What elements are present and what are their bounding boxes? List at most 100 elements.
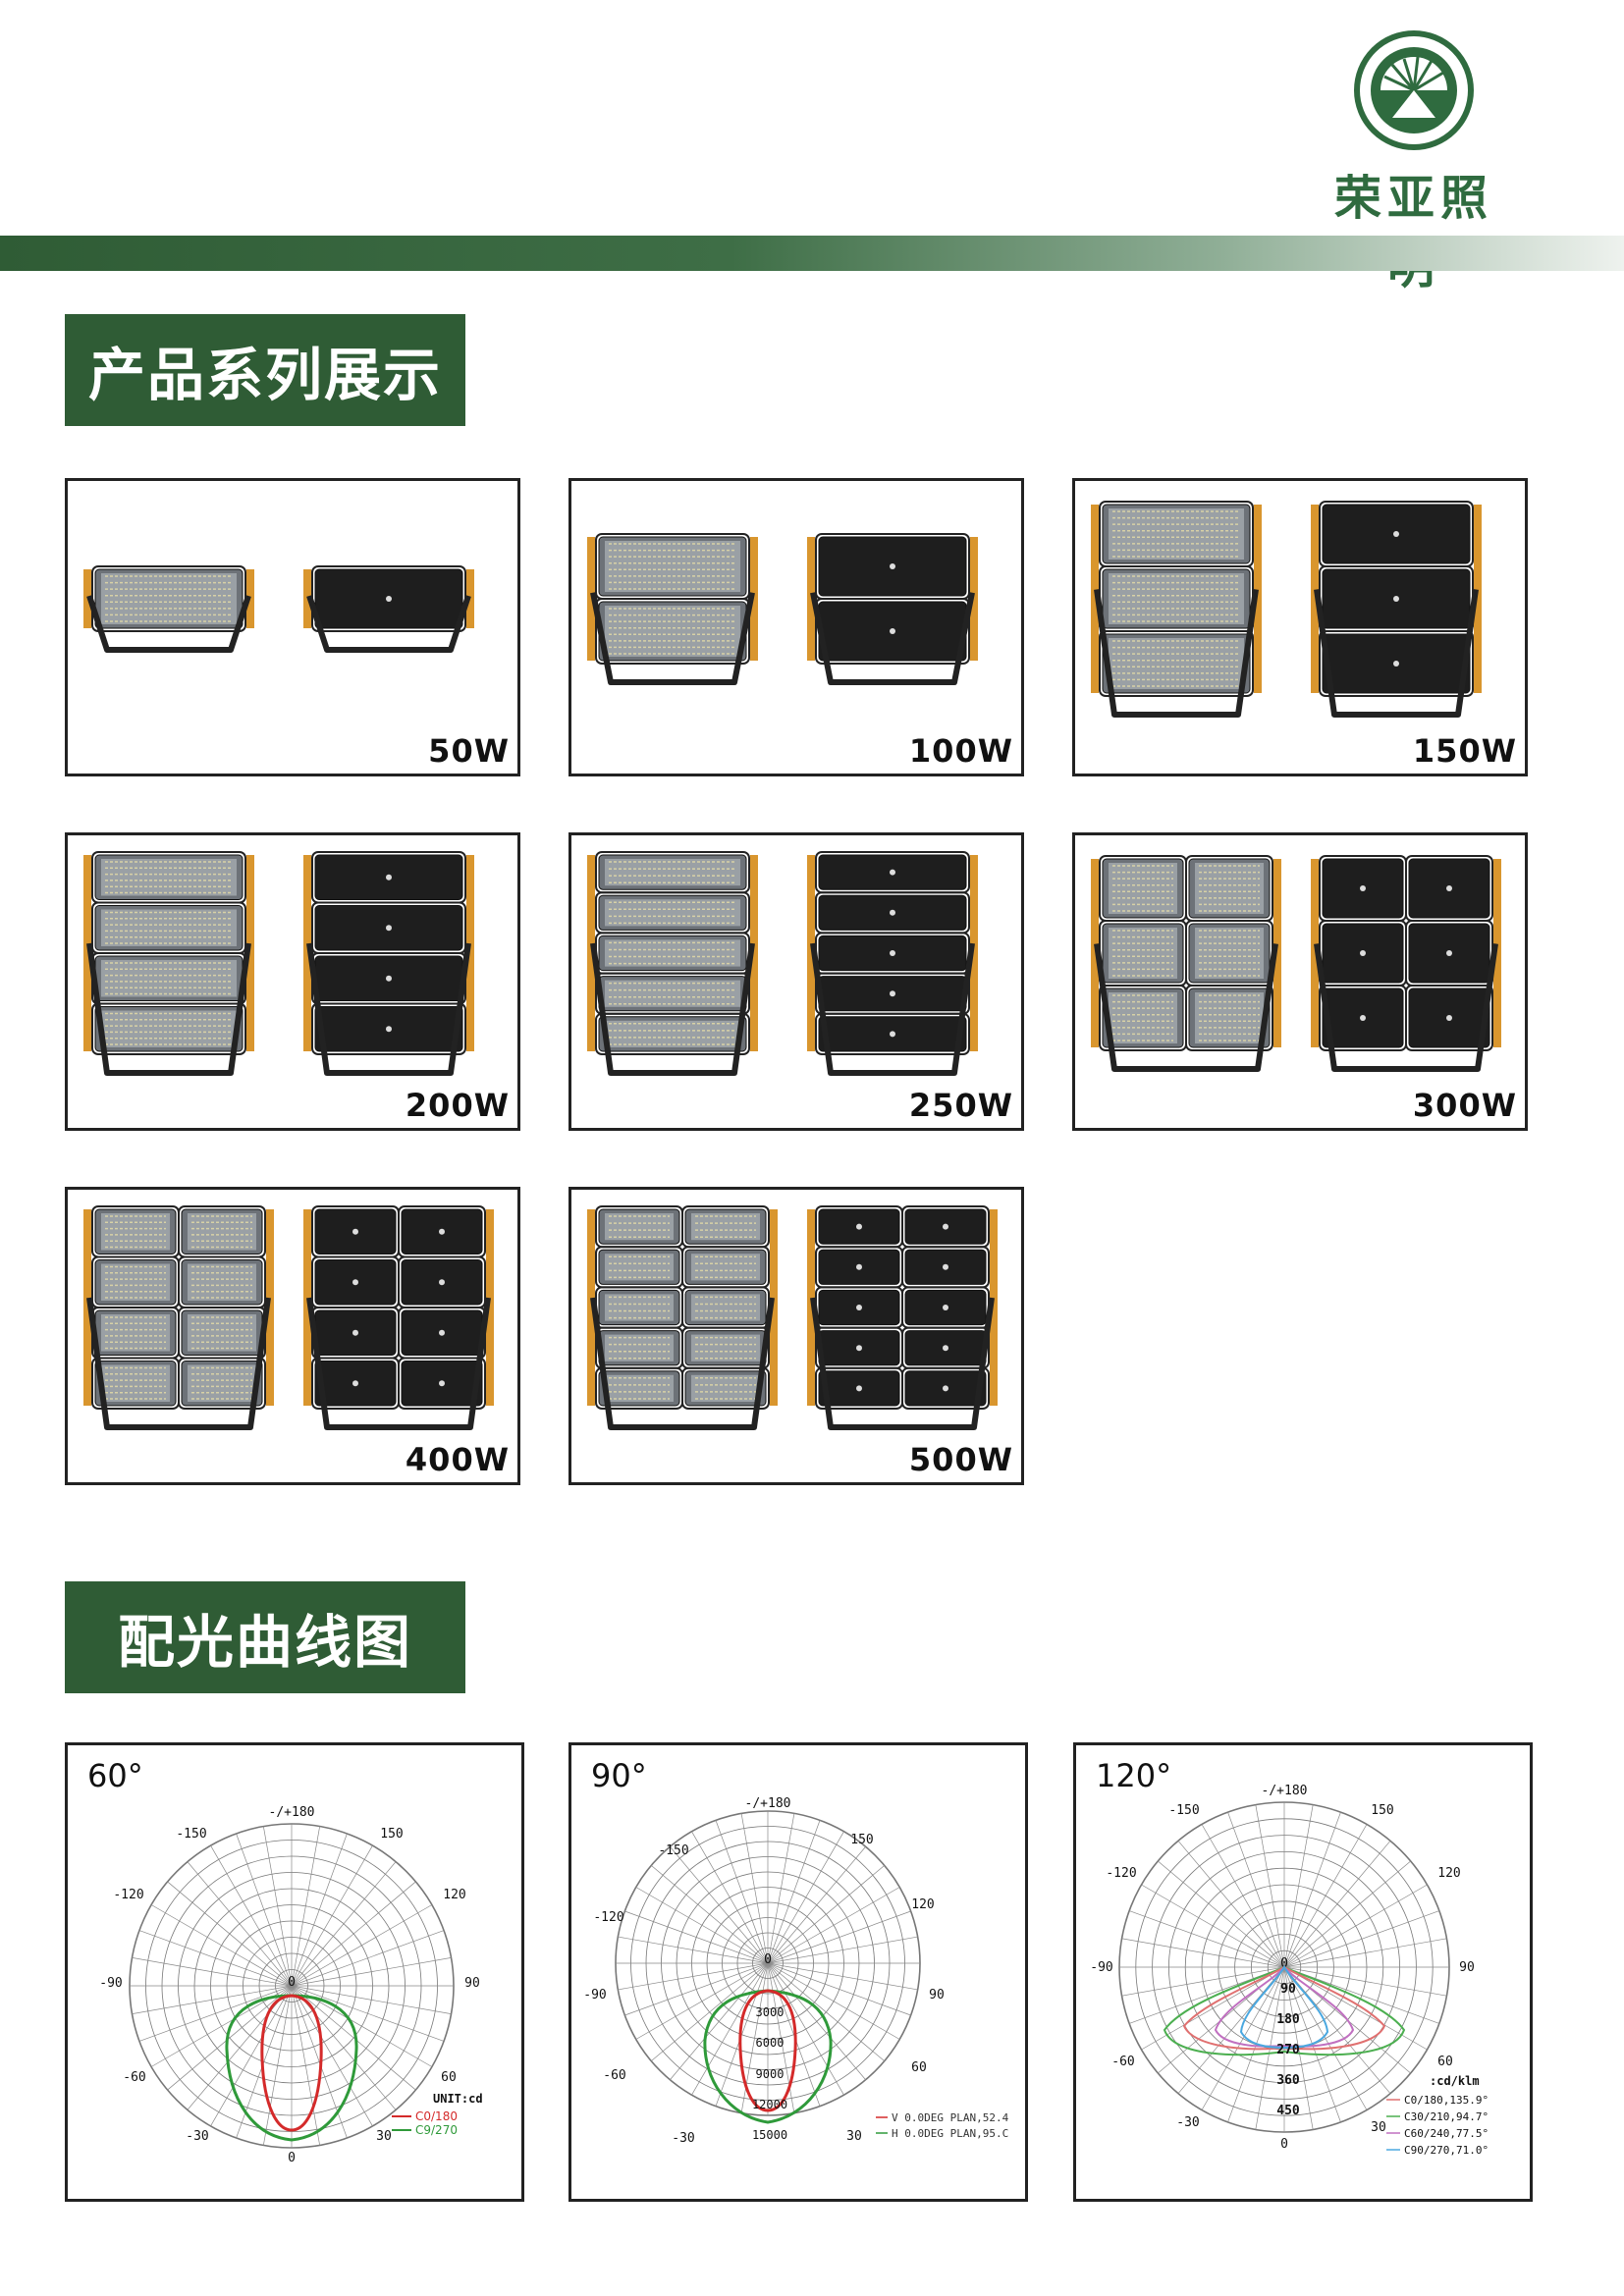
grid-spoke bbox=[1283, 1824, 1368, 1968]
angle-label: -120 bbox=[113, 1888, 143, 1902]
grid-spoke bbox=[1283, 1860, 1411, 1968]
mount-bracket bbox=[810, 1297, 995, 1430]
module-frame bbox=[815, 1012, 970, 1056]
led-panel bbox=[1109, 573, 1244, 624]
grid-spoke bbox=[1283, 1884, 1428, 1968]
grid-spoke bbox=[1201, 1966, 1285, 2110]
header-band bbox=[0, 236, 1624, 271]
polar-card-120: 120° -/+180 -150 150 -120 120 -90 90 -60… bbox=[1073, 1742, 1533, 2202]
led-panel bbox=[605, 606, 740, 657]
angle-label: 150 bbox=[850, 1833, 873, 1847]
side-plate bbox=[970, 855, 978, 1051]
product-card-150w[interactable]: 150W bbox=[1072, 478, 1528, 776]
polar-chart: -/+180 -150 150 -120 120 -90 90 -60 60 -… bbox=[99, 1805, 482, 2165]
legend-item: H 0.0DEG PLAN,95.C bbox=[892, 2127, 1008, 2140]
center-label: 0 bbox=[764, 1952, 772, 1967]
led-panel bbox=[1109, 638, 1244, 689]
radial-label: 270 bbox=[1276, 2043, 1300, 2057]
mount-bracket bbox=[86, 942, 251, 1076]
grid-spoke bbox=[291, 1985, 320, 2146]
grid-spoke bbox=[767, 1846, 866, 1964]
side-plate bbox=[1254, 505, 1262, 693]
side-plate bbox=[807, 537, 815, 661]
product-card-300w[interactable]: 300W bbox=[1072, 832, 1528, 1131]
angle-label: 90 bbox=[464, 1976, 480, 1991]
grid-spoke bbox=[767, 1910, 911, 1964]
grid-spoke bbox=[651, 1865, 769, 1964]
led-panel bbox=[605, 1213, 674, 1241]
grid-spoke bbox=[291, 1985, 416, 2091]
screw bbox=[1446, 885, 1452, 891]
grid-spoke bbox=[1201, 1824, 1285, 1968]
grid-spoke bbox=[291, 1957, 452, 1987]
grid-spoke bbox=[1283, 1966, 1391, 2094]
mount-bracket bbox=[1094, 942, 1278, 1072]
angle-label: 0 bbox=[1280, 2137, 1288, 2152]
grid-spoke bbox=[291, 1985, 397, 2110]
module-frame bbox=[1185, 985, 1273, 1051]
screw bbox=[890, 563, 895, 569]
grid-spoke bbox=[715, 1962, 769, 2107]
polar-title: 90° bbox=[591, 1757, 647, 1794]
grid-spoke bbox=[132, 1957, 293, 1987]
screw bbox=[943, 1223, 948, 1230]
screw bbox=[856, 1345, 862, 1352]
radial-label: 180 bbox=[1276, 2012, 1300, 2027]
grid-spoke bbox=[1283, 1966, 1447, 1997]
grid-spoke bbox=[691, 1831, 769, 1964]
grid-spoke bbox=[635, 1962, 769, 2040]
angle-label: 120 bbox=[443, 1888, 465, 1902]
side-plate bbox=[266, 1209, 274, 1406]
product-card-500w[interactable]: 500W bbox=[568, 1187, 1024, 1485]
led-panel bbox=[101, 1364, 170, 1402]
grid-spoke bbox=[1283, 1938, 1447, 1968]
grid-spoke bbox=[132, 1985, 293, 2014]
grid-spoke bbox=[1283, 1966, 1428, 2051]
module-frame bbox=[311, 1002, 466, 1055]
product-card-100w[interactable]: 100W bbox=[568, 478, 1024, 776]
screw bbox=[1446, 950, 1452, 956]
grid-spoke bbox=[624, 1910, 769, 1964]
product-label: 200W bbox=[405, 1087, 510, 1124]
screw bbox=[890, 869, 895, 876]
led-panel bbox=[101, 960, 237, 997]
grid-spoke bbox=[767, 1820, 821, 1964]
center-label: 0 bbox=[1280, 1956, 1288, 1971]
legend-item: C30/210,94.7° bbox=[1404, 2110, 1489, 2123]
mount-bracket bbox=[810, 592, 975, 685]
grid-spoke bbox=[167, 1985, 293, 2091]
angle-label: -30 bbox=[186, 2129, 208, 2144]
angle-label: 30 bbox=[1371, 2120, 1386, 2135]
grid-spoke bbox=[150, 1904, 293, 1987]
screw bbox=[943, 1385, 948, 1392]
led-panel bbox=[1195, 992, 1264, 1043]
product-card-400w[interactable]: 400W bbox=[65, 1187, 520, 1485]
product-card-250w[interactable]: 250W bbox=[568, 832, 1024, 1131]
polar-title: 120° bbox=[1096, 1757, 1172, 1794]
side-plate bbox=[807, 1209, 815, 1406]
side-plate bbox=[750, 537, 758, 661]
polar-chart: -/+180 -150 150 -120 120 -90 90 -60 60 -… bbox=[583, 1796, 1008, 2146]
product-card-200w[interactable]: 200W bbox=[65, 832, 520, 1131]
grid-spoke bbox=[263, 1985, 293, 2146]
angle-label: -60 bbox=[1111, 2055, 1134, 2069]
grid-spoke bbox=[138, 1985, 293, 2042]
angle-label: -30 bbox=[672, 2131, 694, 2146]
product-label: 100W bbox=[908, 732, 1013, 770]
grid-spoke bbox=[291, 1985, 452, 2014]
grid-spoke bbox=[1141, 1884, 1285, 1968]
screw bbox=[890, 1031, 895, 1038]
radial-label: 90 bbox=[1280, 1982, 1296, 1997]
grid-spoke bbox=[651, 1962, 769, 2061]
screw bbox=[352, 1228, 358, 1235]
mount-bracket bbox=[1094, 588, 1259, 718]
led-panel bbox=[101, 1263, 170, 1301]
side-plate bbox=[303, 855, 311, 1051]
grid-spoke bbox=[291, 1833, 348, 1987]
mount-bracket bbox=[306, 1297, 491, 1430]
angle-label: -60 bbox=[123, 2070, 145, 2085]
product-card-50w[interactable]: 50W bbox=[65, 478, 520, 776]
radial-label: 360 bbox=[1276, 2073, 1300, 2088]
mount-bracket bbox=[1314, 588, 1479, 718]
grid-spoke bbox=[291, 1985, 445, 2042]
